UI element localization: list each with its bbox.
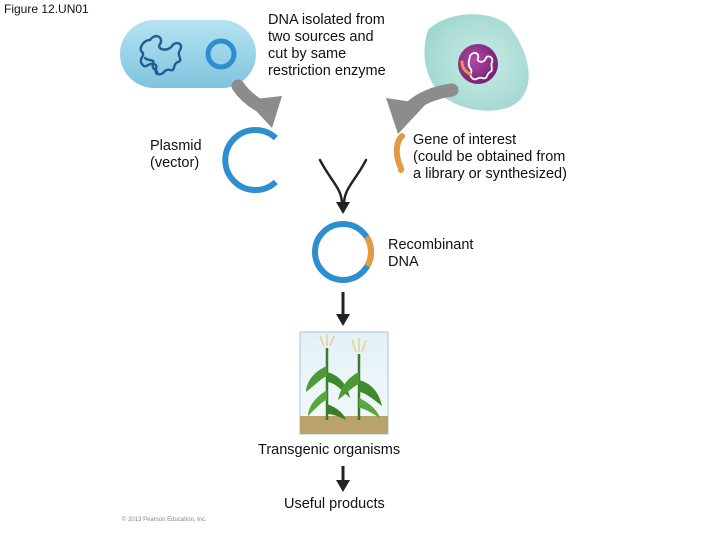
dna-source-label-line: two sources and — [268, 29, 374, 45]
recombinant-label-line: Recombinant — [388, 237, 474, 253]
dna-source-label-line: restriction enzyme — [268, 63, 386, 79]
gene-of-interest-label: Gene of interest (could be obtained from… — [413, 132, 567, 183]
gene-label-line: (could be obtained from — [413, 149, 566, 165]
dna-source-label-line: DNA isolated from — [268, 12, 385, 28]
arrow-to-products — [336, 466, 350, 492]
cut-plasmid-vector — [222, 127, 278, 193]
arrow-to-organisms — [336, 292, 350, 326]
gene-fragment — [393, 133, 405, 173]
useful-products-label: Useful products — [284, 496, 385, 512]
transgenic-organisms-label: Transgenic organisms — [258, 442, 401, 458]
arrow-from-cell — [386, 83, 459, 134]
bacterium-cell — [120, 20, 256, 88]
transgenic-corn-image — [299, 331, 389, 435]
dna-source-label: DNA isolated from two sources and cut by… — [268, 12, 386, 80]
plasmid-label-line: Plasmid — [150, 138, 202, 154]
dna-source-label-line: cut by same — [268, 46, 347, 62]
nucleus-dna-coil — [467, 52, 494, 81]
plasmid-label-line: (vector) — [150, 155, 200, 171]
figure-label: Figure 12.UN01 — [4, 2, 89, 16]
plasmid-label: Plasmid (vector) — [150, 138, 202, 172]
gene-label-line: Gene of interest — [413, 132, 517, 148]
recombinant-label-line: DNA — [388, 254, 419, 270]
nucleus-gene-segment — [460, 60, 472, 76]
gene-label-line: a library or synthesized) — [413, 166, 567, 182]
arrow-from-bacterium — [231, 79, 282, 128]
copyright-notice: © 2013 Pearson Education, Inc. — [122, 517, 207, 523]
recombinant-plasmid — [312, 221, 374, 283]
bacterial-plasmid-ring — [205, 38, 237, 70]
recombinant-dna-label: Recombinant DNA — [388, 237, 473, 271]
merge-arrow — [318, 158, 368, 214]
bacterial-chromosome — [139, 34, 183, 76]
